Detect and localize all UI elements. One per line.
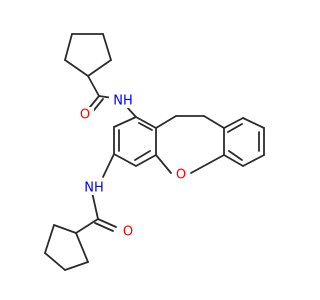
bond	[44, 224, 55, 254]
bond	[242, 154, 265, 167]
bond	[102, 33, 112, 61]
bond	[44, 252, 66, 271]
label-background	[76, 107, 94, 122]
structure-svg: O NH O NH O	[44, 33, 265, 271]
bond-network	[44, 33, 265, 271]
bond	[102, 153, 115, 178]
bond	[190, 154, 225, 174]
upper-amide-nh-label: NH	[113, 94, 133, 109]
bond	[155, 154, 172, 174]
bond	[113, 153, 137, 167]
bond	[75, 232, 89, 263]
bond	[135, 116, 157, 129]
lower-amide-nh-label: NH	[84, 181, 104, 196]
bond	[64, 33, 73, 61]
atom-labels: O NH O NH O	[76, 93, 190, 240]
bond	[138, 122, 153, 131]
label-background	[119, 224, 137, 239]
bond	[227, 123, 243, 133]
bond	[223, 154, 244, 167]
bond	[64, 59, 89, 77]
bond	[97, 218, 117, 228]
bond	[75, 218, 99, 234]
ring-oxygen-label: O	[176, 168, 186, 183]
bond	[91, 191, 99, 220]
lower-amide-oxygen-label: O	[123, 225, 133, 240]
label-background	[109, 93, 137, 108]
bond	[94, 222, 114, 232]
bond	[113, 116, 137, 128]
label-background	[172, 167, 190, 182]
upper-amide-oxygen-label: O	[80, 108, 90, 123]
bond	[53, 224, 77, 234]
bond	[135, 154, 157, 167]
bond	[228, 150, 243, 161]
bond	[155, 115, 177, 129]
bond	[242, 117, 265, 129]
bond	[203, 115, 225, 129]
bond	[87, 75, 100, 97]
label-background	[80, 180, 108, 195]
bond	[64, 261, 89, 271]
bond	[223, 117, 244, 129]
bond	[87, 59, 112, 77]
bond	[134, 150, 151, 161]
structure-canvas: O NH O NH O	[44, 33, 265, 271]
